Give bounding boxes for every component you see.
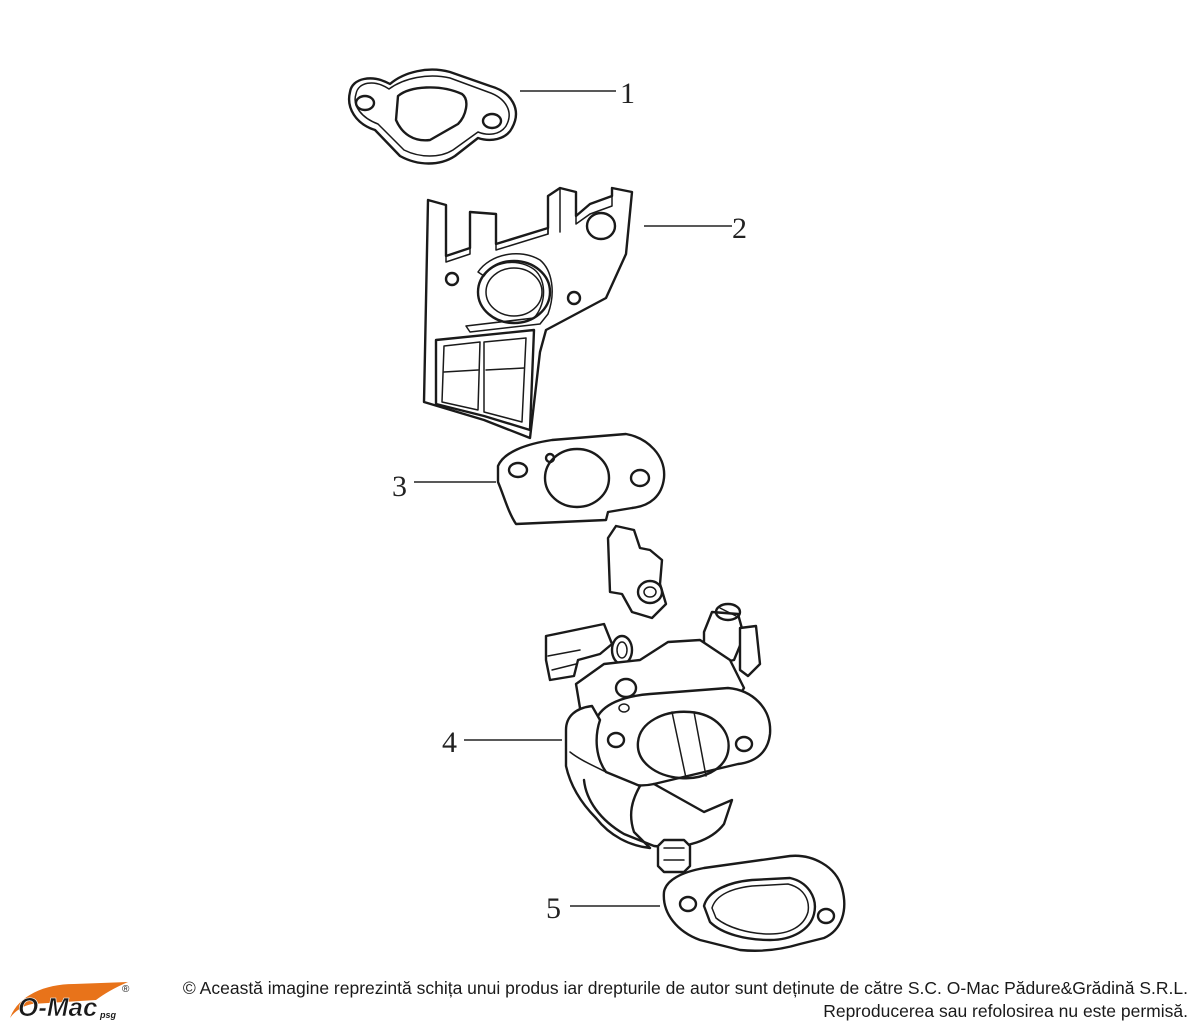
callout-2: 2 bbox=[732, 212, 747, 245]
copyright-line-1: © Această imagine reprezintă schița unui… bbox=[182, 978, 1188, 998]
callout-4: 4 bbox=[442, 726, 457, 759]
part-5-gasket bbox=[662, 854, 846, 952]
part-2-insulator-plate bbox=[422, 186, 634, 440]
part-1-gasket bbox=[347, 68, 518, 165]
copyright-line-2: Reproducerea sau refolosirea nu este per… bbox=[823, 1001, 1188, 1021]
footer: O-Mac psg ® © Această imagine reprezintă… bbox=[0, 968, 1200, 1030]
callout-5: 5 bbox=[546, 892, 561, 925]
logo-registered-mark: ® bbox=[122, 984, 130, 995]
logo-swoosh-icon bbox=[10, 982, 128, 1018]
exploded-parts-diagram: 1 2 3 bbox=[347, 68, 846, 952]
callout-1: 1 bbox=[620, 77, 635, 110]
part-3-carburetor-gasket bbox=[496, 432, 666, 526]
o-mac-logo: O-Mac psg ® bbox=[10, 982, 130, 1022]
copyright-notice: © Această imagine reprezintă schița unui… bbox=[148, 977, 1188, 1023]
logo-wordmark: O-Mac bbox=[18, 992, 98, 1022]
callout-3: 3 bbox=[392, 470, 407, 503]
logo-suffix: psg bbox=[99, 1010, 117, 1020]
part-4-carburetor bbox=[544, 524, 772, 874]
